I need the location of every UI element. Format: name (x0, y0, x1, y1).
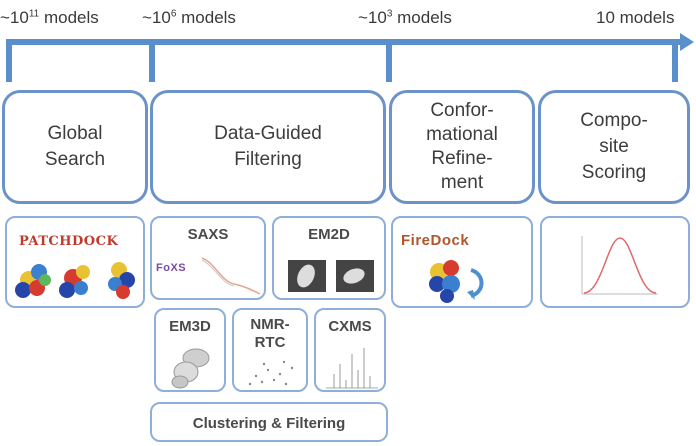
firedock-logo: FireDock (401, 232, 469, 249)
firedock-box: FireDock (391, 216, 533, 308)
cxms-label: CXMS (316, 318, 384, 335)
count-filtering: ~106 models (142, 8, 236, 28)
clustering-filtering-label: Clustering & Filtering (152, 415, 386, 432)
stage-composite-scoring: Compo- site Scoring (538, 90, 690, 204)
saxs-label: SAXS (152, 226, 264, 243)
cxms-box: CXMS (314, 308, 386, 392)
nmr-scatter-image (244, 356, 300, 390)
em2d-box: EM2D (272, 216, 386, 300)
em3d-box: EM3D (154, 308, 226, 392)
clustering-filtering-box: Clustering & Filtering (150, 402, 388, 442)
gaussian-curve-image (578, 232, 662, 302)
foxs-logo: FoXS (156, 262, 186, 274)
timeline-arrow (0, 0, 696, 100)
em3d-density-image (166, 342, 218, 390)
em3d-label: EM3D (156, 318, 224, 335)
firedock-molecules-image (423, 252, 503, 306)
em2d-label: EM2D (274, 226, 384, 243)
patchdock-box: PATCHDOCK (5, 216, 145, 308)
count-global: ~1011 models (0, 8, 99, 28)
nmr-rtc-label: NMR- RTC (234, 316, 306, 352)
saxs-box: SAXS FoXS (150, 216, 266, 300)
nmr-rtc-box: NMR- RTC (232, 308, 308, 392)
stage-conformational-refinement: Confor- mational Refine- ment (389, 90, 535, 204)
em2d-images (284, 256, 380, 296)
scoring-box (540, 216, 690, 308)
count-refinement: ~103 models (358, 8, 452, 28)
saxs-curve-image (200, 252, 262, 296)
cxms-spectrum-image (324, 344, 380, 390)
count-scoring: 10 models (596, 8, 674, 28)
patchdock-logo: PATCHDOCK (19, 234, 118, 249)
stage-global-search: Global Search (2, 90, 148, 204)
patchdock-molecules-image (11, 250, 143, 306)
stage-data-guided-filtering: Data-Guided Filtering (150, 90, 386, 204)
